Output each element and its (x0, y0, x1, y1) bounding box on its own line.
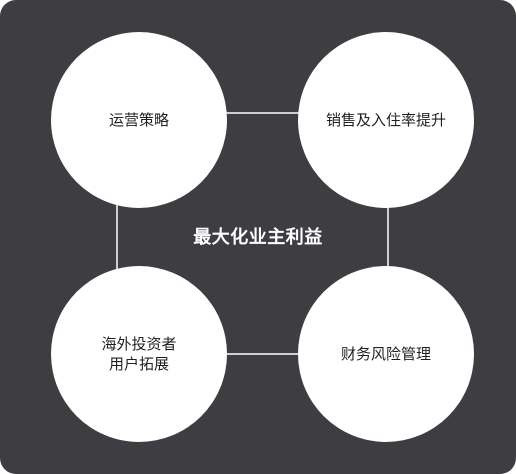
node-sales-occupancy: 销售及入住率提升 (298, 32, 474, 208)
node-operation-strategy: 运营策略 (51, 32, 227, 208)
node-overseas-investors: 海外投资者 用户拓展 (51, 266, 227, 442)
node-financial-risk: 财务风险管理 (298, 266, 474, 442)
node-overseas-investors-label: 海外投资者 用户拓展 (101, 335, 177, 373)
node-sales-occupancy-label: 销售及入住率提升 (325, 111, 446, 129)
node-financial-risk-label: 财务风险管理 (340, 345, 431, 363)
node-operation-strategy-label: 运营策略 (108, 111, 169, 129)
center-title: 最大化业主利益 (193, 227, 323, 248)
